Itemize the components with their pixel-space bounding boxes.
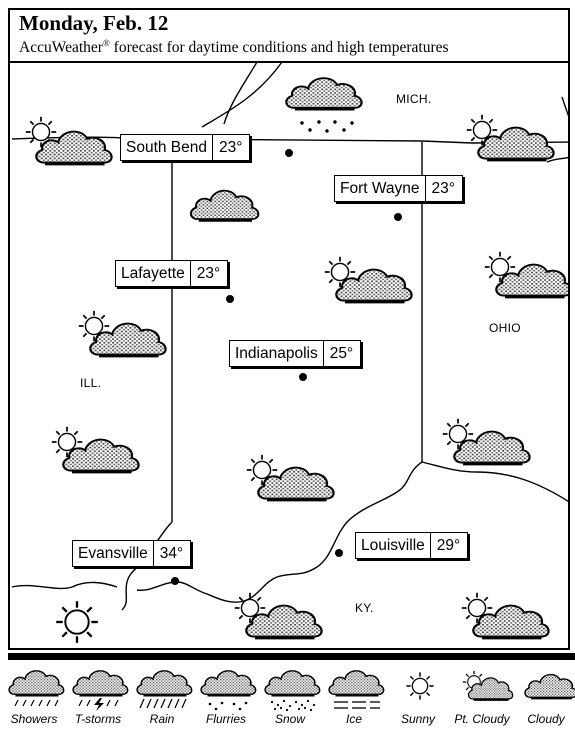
city-name: Evansville	[73, 541, 154, 566]
showers-icon	[7, 669, 65, 707]
partly-cloudy-icon	[245, 453, 336, 502]
legend-item-tstorms: T-storms	[66, 662, 130, 738]
legend-label: Snow	[274, 712, 306, 726]
partly-cloudy-icon	[460, 591, 551, 640]
city-dot-lafayette	[226, 295, 234, 303]
city-temp: 25°	[329, 344, 354, 362]
city-name: South Bend	[121, 135, 214, 160]
legend-label: Showers	[10, 712, 58, 726]
rain-icon	[135, 669, 193, 709]
ice-icon	[327, 669, 385, 709]
subtitle-brand: AccuWeather	[19, 39, 103, 57]
city-temp: 23°	[196, 264, 221, 282]
flurries-icon	[284, 76, 364, 133]
page-title: Monday, Feb. 12	[19, 11, 169, 35]
legend-divider	[8, 653, 575, 660]
city-dot-evansville	[171, 577, 179, 585]
city-label-fort-wayne: Fort Wayne 23°	[334, 175, 463, 202]
subtitle-description: forecast for daytime conditions and high…	[109, 39, 449, 57]
cloudy-icon	[189, 189, 260, 222]
forecast-header: Monday, Feb. 12 AccuWeather® forecast fo…	[10, 10, 568, 63]
lake-michigan-shore	[201, 61, 283, 128]
city-dot-south-bend	[285, 149, 293, 157]
legend-item-ice: Ice	[322, 662, 386, 738]
partly-cloudy-icon	[24, 115, 114, 166]
wabash-river	[121, 521, 173, 611]
sunny-icon	[55, 600, 99, 644]
state-label-ohio: OHIO	[489, 321, 521, 335]
registered-mark: ®	[102, 38, 110, 48]
legend-item-showers: Showers	[2, 662, 66, 738]
city-name: Indianapolis	[230, 341, 324, 366]
city-dot-fort-wayne	[394, 213, 402, 221]
partly-cloudy-icon	[441, 417, 532, 466]
city-label-evansville: Evansville 34°	[72, 540, 192, 567]
weather-legend: Showers T-storms Rain Flurries Snow	[0, 662, 575, 738]
city-label-south-bend: South Bend 23°	[120, 134, 251, 161]
legend-label: Sunny	[400, 712, 436, 726]
weather-icon-layer	[24, 76, 568, 644]
state-label-illinois: ILL.	[80, 376, 102, 390]
partly-cloudy-icon	[50, 425, 141, 474]
legend-label: T-storms	[74, 712, 122, 726]
sunny-icon	[405, 671, 435, 701]
city-name: Lafayette	[116, 261, 191, 286]
flurries-icon	[199, 669, 257, 711]
city-temp: 34°	[159, 544, 184, 562]
city-temp: 23°	[431, 179, 455, 197]
illinois-south-border	[11, 581, 118, 590]
legend-item-rain: Rain	[130, 662, 194, 738]
city-dot-indianapolis	[299, 373, 307, 381]
snow-icon	[263, 669, 321, 712]
partly-cloudy-icon	[233, 591, 324, 640]
partly-cloudy-icon	[462, 670, 514, 701]
city-dot-louisville	[335, 549, 343, 557]
partly-cloudy-icon	[483, 250, 568, 299]
forecast-map-panel: Monday, Feb. 12 AccuWeather® forecast fo…	[8, 8, 570, 650]
partly-cloudy-icon	[77, 309, 168, 358]
legend-item-cloudy: Cloudy	[514, 662, 575, 738]
thunderstorm-icon	[71, 669, 129, 711]
state-border-ky-oh	[421, 461, 568, 503]
city-label-louisville: Louisville 29°	[355, 532, 469, 559]
legend-label: Rain	[149, 712, 175, 726]
legend-label: Flurries	[205, 712, 246, 726]
city-temp: 23°	[219, 138, 243, 156]
city-name: Fort Wayne	[335, 176, 426, 201]
state-label-michigan: MICH.	[396, 92, 432, 106]
city-label-lafayette: Lafayette 23°	[115, 260, 229, 287]
legend-label: Cloudy	[527, 712, 565, 726]
lake-erie-shore	[561, 96, 568, 117]
ohio-river	[136, 461, 423, 603]
legend-label: Pt. Cloudy	[454, 712, 510, 726]
cloudy-icon	[523, 673, 575, 700]
legend-item-sunny: Sunny	[386, 662, 450, 738]
legend-item-partly-cloudy: Pt. Cloudy	[450, 662, 514, 738]
ohio-line	[546, 156, 568, 163]
page-subtitle: AccuWeather® forecast for daytime condit…	[19, 38, 449, 57]
legend-label: Ice	[345, 712, 362, 726]
city-label-indianapolis: Indianapolis 25°	[229, 340, 362, 367]
partly-cloudy-icon	[465, 113, 556, 162]
lake-michigan-shore-2	[223, 61, 258, 125]
state-label-kentucky: KY.	[355, 601, 374, 615]
legend-item-snow: Snow	[258, 662, 322, 738]
city-name: Louisville	[356, 533, 431, 558]
legend-item-flurries: Flurries	[194, 662, 258, 738]
partly-cloudy-icon	[323, 255, 414, 304]
city-temp: 29°	[436, 536, 461, 554]
